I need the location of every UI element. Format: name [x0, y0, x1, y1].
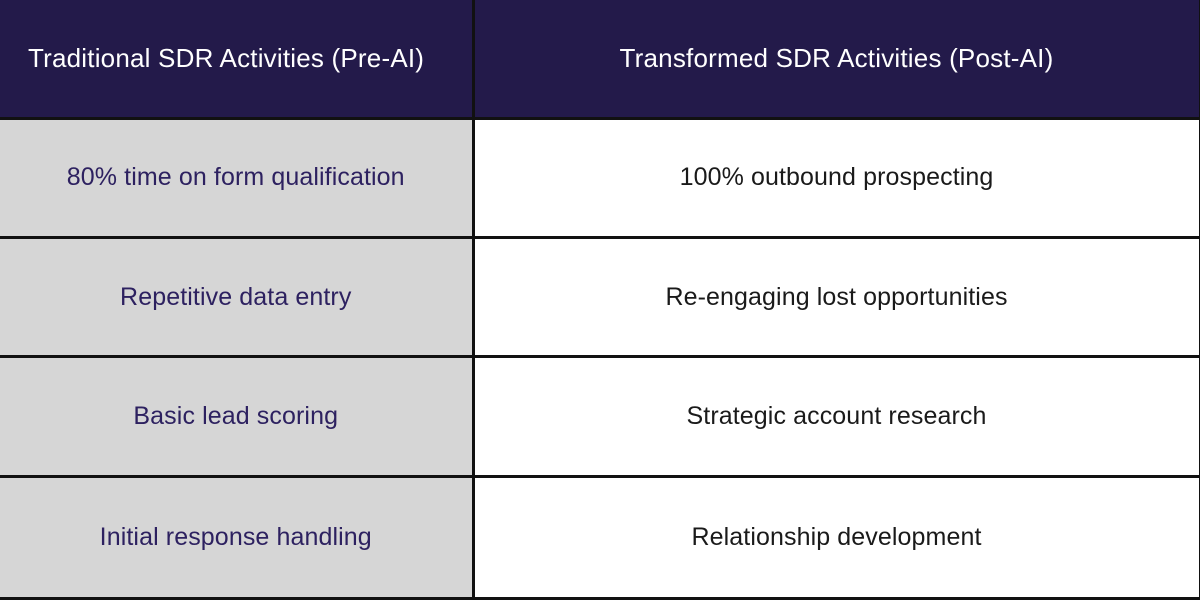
- cell-transformed-3: Strategic account research: [473, 356, 1200, 478]
- table-row: 80% time on form qualification 100% outb…: [0, 118, 1200, 239]
- cell-traditional-4: Initial response handling: [0, 476, 475, 600]
- cell-traditional-3: Basic lead scoring: [0, 356, 475, 478]
- table-row: Repetitive data entry Re-engaging lost o…: [0, 237, 1200, 359]
- cell-transformed-2: Re-engaging lost opportunities: [473, 237, 1200, 359]
- column-header-transformed: Transformed SDR Activities (Post-AI): [473, 0, 1200, 120]
- table-header-row: Traditional SDR Activities (Pre-AI) Tran…: [0, 0, 1200, 120]
- column-header-traditional: Traditional SDR Activities (Pre-AI): [0, 0, 475, 120]
- table-header: Traditional SDR Activities (Pre-AI) Tran…: [0, 0, 1200, 120]
- table-row: Initial response handling Relationship d…: [0, 476, 1200, 600]
- cell-traditional-1: 80% time on form qualification: [0, 118, 475, 239]
- cell-traditional-2: Repetitive data entry: [0, 237, 475, 359]
- table-row: Basic lead scoring Strategic account res…: [0, 356, 1200, 478]
- cell-transformed-4: Relationship development: [473, 476, 1200, 600]
- table-body: 80% time on form qualification 100% outb…: [0, 118, 1200, 600]
- cell-transformed-1: 100% outbound prospecting: [473, 118, 1200, 239]
